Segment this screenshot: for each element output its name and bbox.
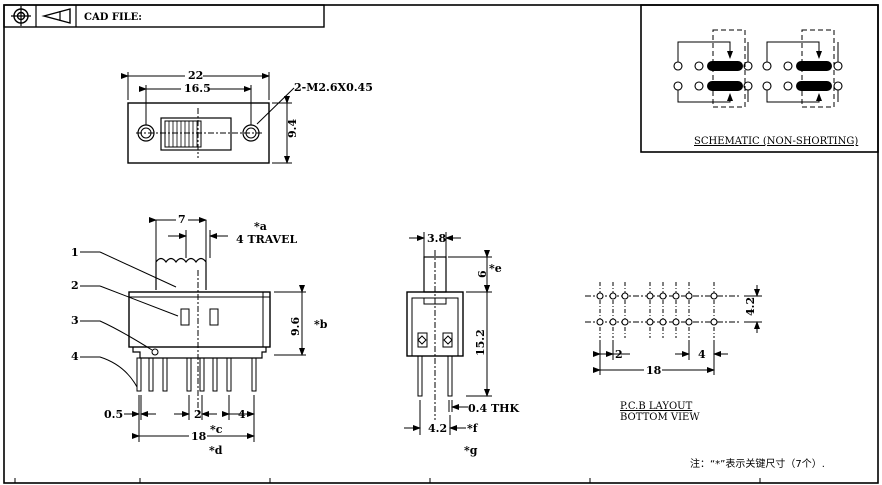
schematic-caption: SCHEMATIC (NON-SHORTING) (694, 136, 858, 147)
bottom-frame-ticks (14, 478, 761, 483)
travel-dim: 4 TRAVEL (236, 233, 297, 246)
body-height-ref: *b (314, 318, 328, 331)
callout-2: 2 (71, 279, 79, 292)
f-ref: *f (467, 422, 479, 435)
side-actuator-height-dim: 6 (476, 270, 489, 278)
callout-1: 1 (71, 246, 79, 259)
pin-pitch-dim: 2 (194, 408, 202, 421)
schematic-slider (796, 81, 832, 91)
pcb-layout: 4.2 2 4 18 P.C.B LAYOUT BOTTOM VIEW (585, 282, 762, 423)
pin-spacing-dim: 4 (238, 408, 246, 421)
screw-spec-label: 2-M2.6X0.45 (294, 81, 373, 94)
schematic-slider (707, 81, 743, 91)
front-view: 7 *a 4 TRAVEL 1 2 (71, 213, 328, 457)
pcb-holes (596, 292, 718, 326)
g-ref: *g (464, 444, 478, 457)
title-block: CAD FILE: (3, 4, 325, 28)
pcb-caption-line1: P.C.B LAYOUT (620, 401, 693, 412)
callout-3: 3 (71, 314, 79, 327)
top-height-dim: 9.4 (286, 119, 299, 138)
pcb-caption-line2: BOTTOM VIEW (620, 412, 700, 423)
schematic-panel: SCHEMATIC (NON-SHORTING) (640, 4, 879, 153)
pcb-pitch-dim: 2 (615, 348, 623, 361)
schematic-slider (796, 61, 832, 71)
cad-file-label: CAD FILE: (84, 12, 142, 23)
top-view: 22 16.5 2-M2.6X0.45 9.4 (121, 69, 373, 164)
pin-width-dim: 0.5 (104, 408, 123, 421)
schematic-slider (707, 61, 743, 71)
pcb-total-dim: 18 (646, 364, 662, 377)
total-width-ref: *c (210, 423, 223, 436)
pcb-row-spacing-dim: 4.2 (744, 297, 757, 316)
top-pitch-dim: 16.5 (184, 82, 211, 95)
d-ref: *d (209, 444, 223, 457)
side-body-height-dim: 15.2 (474, 329, 487, 356)
drawing-border (3, 4, 879, 484)
side-actuator-height-ref: *e (489, 262, 502, 275)
projection-symbol-icon (11, 6, 71, 26)
pcb-spacing-dim: 4 (698, 348, 706, 361)
actuator-width-dim: 7 (178, 213, 186, 226)
key-dimension-note: 注：“*”表示关键尺寸（7个）. (690, 457, 825, 470)
side-actuator-width-dim: 3.8 (427, 232, 446, 245)
body-height-dim: 9.6 (289, 317, 302, 336)
callout-4: 4 (71, 350, 79, 363)
travel-ref: *a (254, 220, 267, 233)
top-width-dim: 22 (188, 69, 203, 82)
side-view: 3.8 6 *e 15.2 0.4 THK 4.2 *f *g (404, 232, 520, 457)
total-width-dim: 18 (191, 430, 207, 443)
thickness-dim: 0.4 THK (468, 402, 520, 415)
pin-offset-dim: 4.2 (428, 422, 447, 435)
